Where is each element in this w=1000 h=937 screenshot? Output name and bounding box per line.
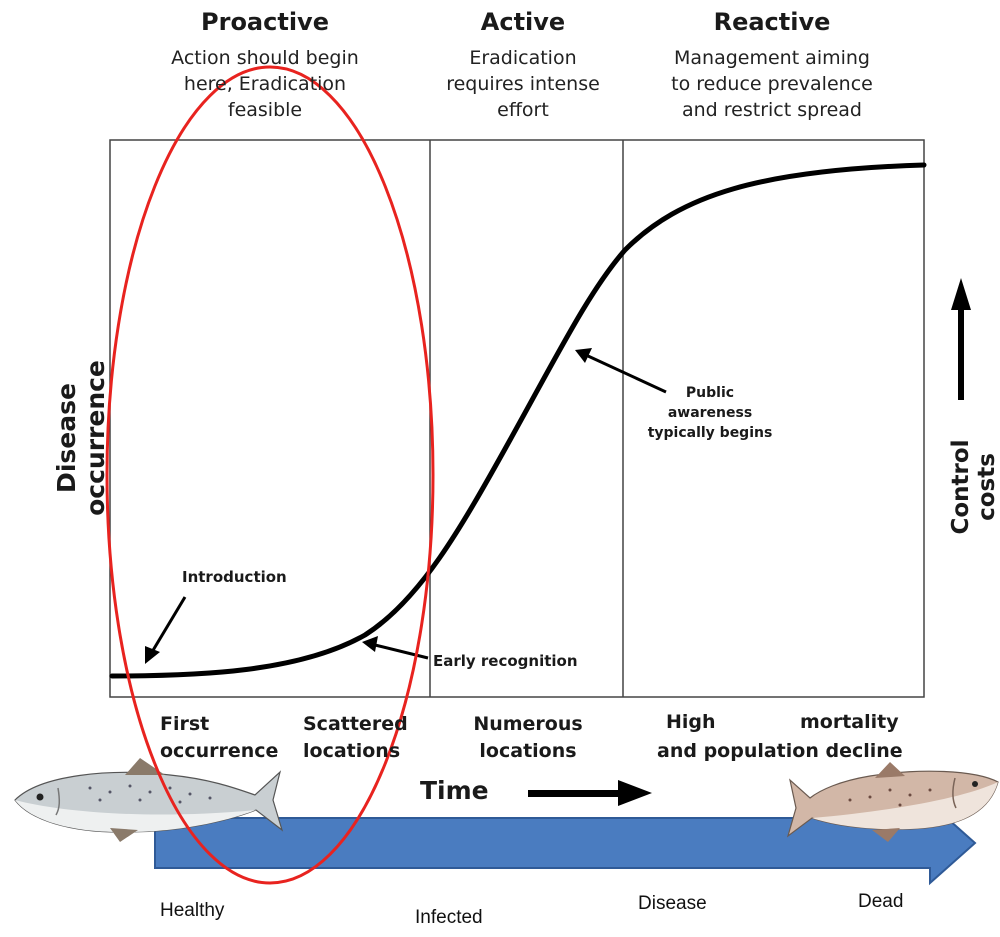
stage-line: occurrence	[160, 740, 279, 762]
salmon-dead-icon	[786, 762, 999, 842]
phase-desc-line: Eradication	[469, 47, 577, 69]
annotation-line: typically begins	[647, 425, 773, 441]
phase-desc-active: Eradication requires intense effort	[413, 45, 633, 123]
phase-title-reactive: Reactive	[713, 8, 831, 36]
y-axis-label: Disease occurrence	[52, 360, 110, 516]
control-costs-label: Control costs	[948, 439, 1000, 535]
stage-first-occurrence: First occurrence	[160, 711, 278, 765]
phase-desc-line: to reduce prevalence	[671, 73, 873, 95]
stage-line: Numerous	[473, 713, 583, 735]
phase-desc-line: effort	[497, 99, 549, 121]
phase-title-proactive: Proactive	[201, 8, 329, 36]
phase-desc-line: feasible	[227, 99, 303, 121]
health-stage-dead: Dead	[858, 891, 904, 912]
salmon-healthy-icon	[14, 758, 284, 842]
annotation-line: awareness	[667, 405, 753, 421]
stage-line: First	[160, 713, 210, 735]
stage-mortality: mortality	[800, 711, 899, 733]
public-awareness-arrow	[575, 348, 667, 394]
health-stage-infected: Infected	[415, 907, 483, 928]
phase-desc-line: and restrict spread	[682, 99, 862, 121]
plot-frame	[109, 139, 925, 698]
stage-scattered-locations: Scattered locations	[303, 711, 408, 765]
phase-desc-line: requires intense	[446, 73, 600, 95]
phase-desc-line: here, Eradication	[183, 73, 347, 95]
phase-title-active: Active	[480, 8, 566, 36]
annotation-line: Public	[685, 385, 735, 401]
control-costs-arrow-icon	[951, 278, 971, 400]
proactive-highlight-ellipse	[105, 65, 435, 885]
public-awareness-label: Public awareness typically begins	[630, 383, 790, 443]
health-stage-disease: Disease	[638, 893, 707, 914]
stage-line: locations	[303, 740, 401, 762]
introduction-label: Introduction	[182, 568, 287, 586]
early-recognition-arrow	[362, 636, 429, 660]
introduction-arrow	[145, 596, 187, 664]
stage-high: High	[666, 711, 716, 733]
phase-desc-line: Management aiming	[673, 47, 870, 69]
stage-line: locations	[479, 740, 577, 762]
time-arrow-icon	[528, 780, 652, 806]
health-stage-healthy: Healthy	[160, 900, 225, 921]
phase-desc-line: Action should begin	[171, 47, 359, 69]
phase-desc-reactive: Management aiming to reduce prevalence a…	[642, 45, 902, 123]
stage-population-decline: and population decline	[657, 740, 903, 762]
disease-occurrence-curve	[109, 162, 927, 679]
stage-line: Scattered	[303, 713, 408, 735]
early-recognition-label: Early recognition	[433, 652, 578, 670]
stage-numerous-locations: Numerous locations	[468, 711, 588, 765]
phase-desc-proactive: Action should begin here, Eradication fe…	[130, 45, 400, 123]
x-axis-label-time: Time	[420, 776, 489, 805]
